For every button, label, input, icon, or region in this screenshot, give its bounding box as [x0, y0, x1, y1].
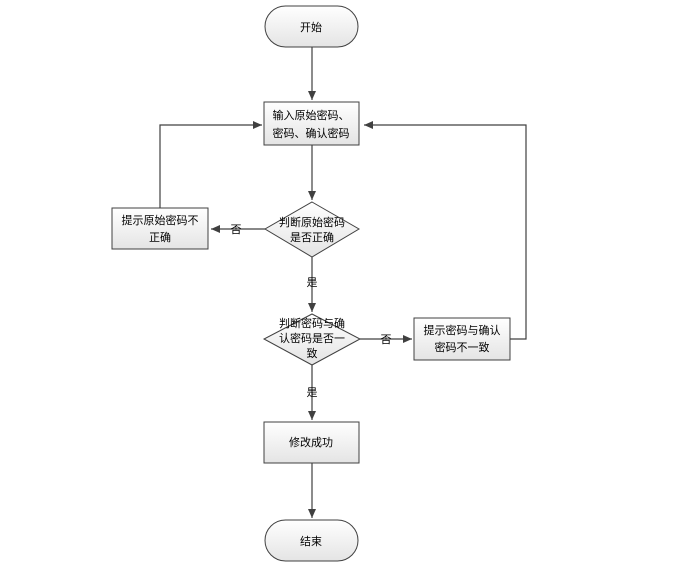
check-confirm-line-2: 认密码是否一 [279, 331, 345, 345]
error-original-line-1: 提示原始密码不 [122, 213, 199, 227]
edge-label-no-original: 否 [231, 223, 242, 236]
check-original-line-1: 判断原始密码 [279, 215, 345, 229]
start-node: 开始 [264, 5, 359, 48]
edge-label-yes-confirm: 是 [307, 386, 318, 399]
success-label: 修改成功 [289, 435, 333, 449]
arrow-error-confirm-back-to-input [364, 121, 527, 340]
check-confirm-line-3: 致 [307, 346, 318, 360]
end-node: 结束 [264, 519, 359, 562]
input-node: 输入原始密码、 密码、确认密码 [263, 101, 360, 146]
check-original-line-2: 是否正确 [290, 231, 334, 244]
error-confirm-line-2: 密码不一致 [435, 340, 490, 354]
error-confirm-line-1: 提示密码与确认 [424, 323, 501, 337]
success-node: 修改成功 [263, 421, 360, 464]
input-label-line-2: 密码、确认密码 [273, 126, 350, 140]
edge-label-no-confirm: 否 [381, 333, 392, 346]
check-original-decision: 判断原始密码 是否正确 [264, 201, 360, 258]
input-label-line-1: 输入原始密码、 [273, 108, 350, 122]
connectors [159, 47, 527, 518]
error-original-line-2: 正确 [149, 231, 171, 244]
error-confirm-node: 提示密码与确认 密码不一致 [413, 317, 511, 361]
check-confirm-decision: 判断密码与确 认密码是否一 致 [262, 313, 362, 366]
start-label: 开始 [300, 20, 322, 34]
end-label: 结束 [300, 535, 322, 548]
arrow-error-original-back-to-input [159, 121, 262, 208]
edge-label-yes-original: 是 [307, 276, 318, 289]
error-original-node: 提示原始密码不 正确 [111, 207, 209, 250]
check-confirm-line-1: 判断密码与确 [279, 316, 345, 330]
